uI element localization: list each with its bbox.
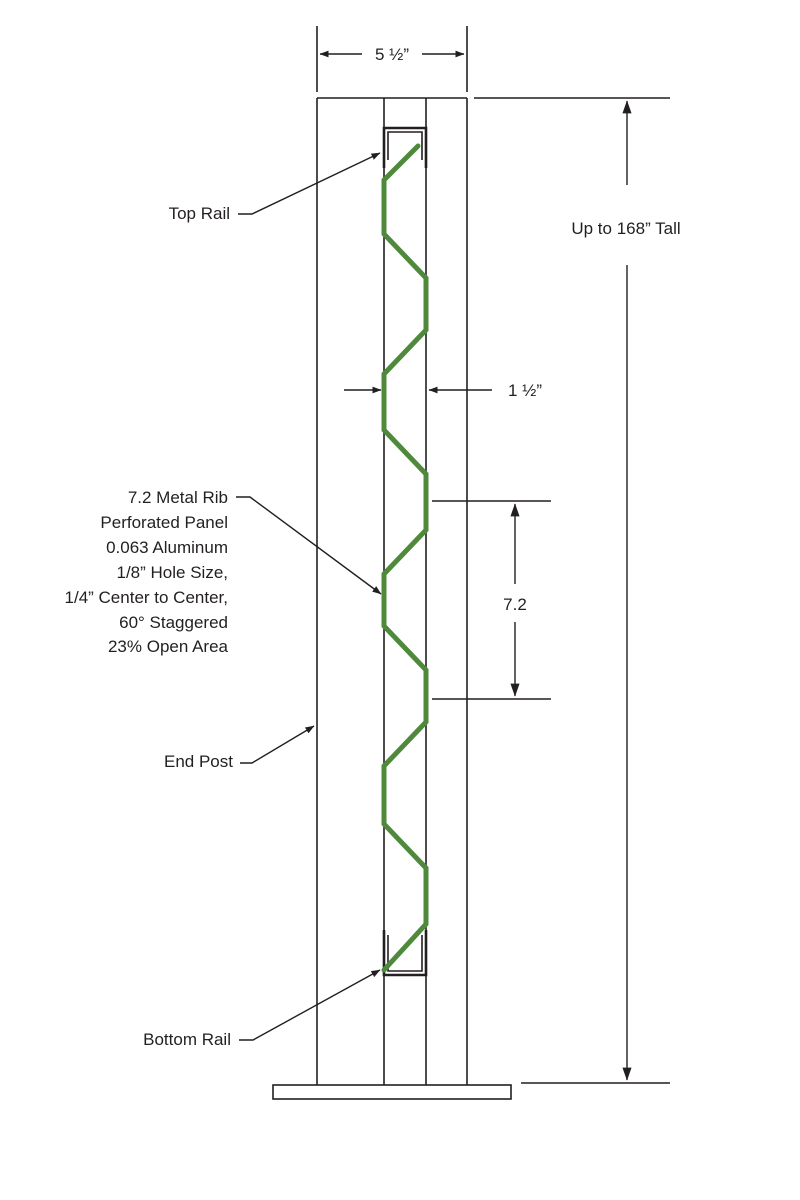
- width-dimension: 5 ½”: [316, 26, 468, 92]
- panel-spec-line-6: 60° Staggered: [119, 613, 228, 632]
- panel-spec-line-4: 1/8” Hole Size,: [117, 563, 229, 582]
- panel-depth-dimension: 1 ½”: [344, 381, 542, 400]
- panel-spec-callout: 7.2 Metal Rib Perforated Panel 0.063 Alu…: [65, 488, 382, 656]
- panel-spec-line-2: Perforated Panel: [100, 513, 228, 532]
- height-dimension: Up to 168” Tall: [474, 97, 681, 1084]
- top-rail-callout: Top Rail: [169, 152, 381, 223]
- base-plate: [272, 1084, 512, 1100]
- rib-panel: [381, 143, 429, 973]
- end-post: [316, 97, 468, 1085]
- height-dimension-label: Up to 168” Tall: [571, 219, 680, 238]
- top-rail-label: Top Rail: [169, 204, 230, 223]
- top-rail-channel: [382, 126, 428, 168]
- bottom-rail-callout: Bottom Rail: [143, 969, 381, 1049]
- panel-spec-line-1: 7.2 Metal Rib: [128, 488, 228, 507]
- bottom-rail-label: Bottom Rail: [143, 1030, 231, 1049]
- end-post-label: End Post: [164, 752, 233, 771]
- end-post-callout: End Post: [164, 725, 315, 771]
- panel-spec-line-3: 0.063 Aluminum: [106, 538, 228, 557]
- rib-spacing-dimension: 7.2: [432, 500, 551, 700]
- bottom-rail-channel: [382, 930, 428, 977]
- width-dimension-label: 5 ½”: [375, 45, 409, 64]
- rib-spacing-label: 7.2: [503, 595, 527, 614]
- panel-depth-label: 1 ½”: [508, 381, 542, 400]
- panel-spec-line-7: 23% Open Area: [108, 637, 229, 656]
- panel-spec-line-5: 1/4” Center to Center,: [65, 588, 228, 607]
